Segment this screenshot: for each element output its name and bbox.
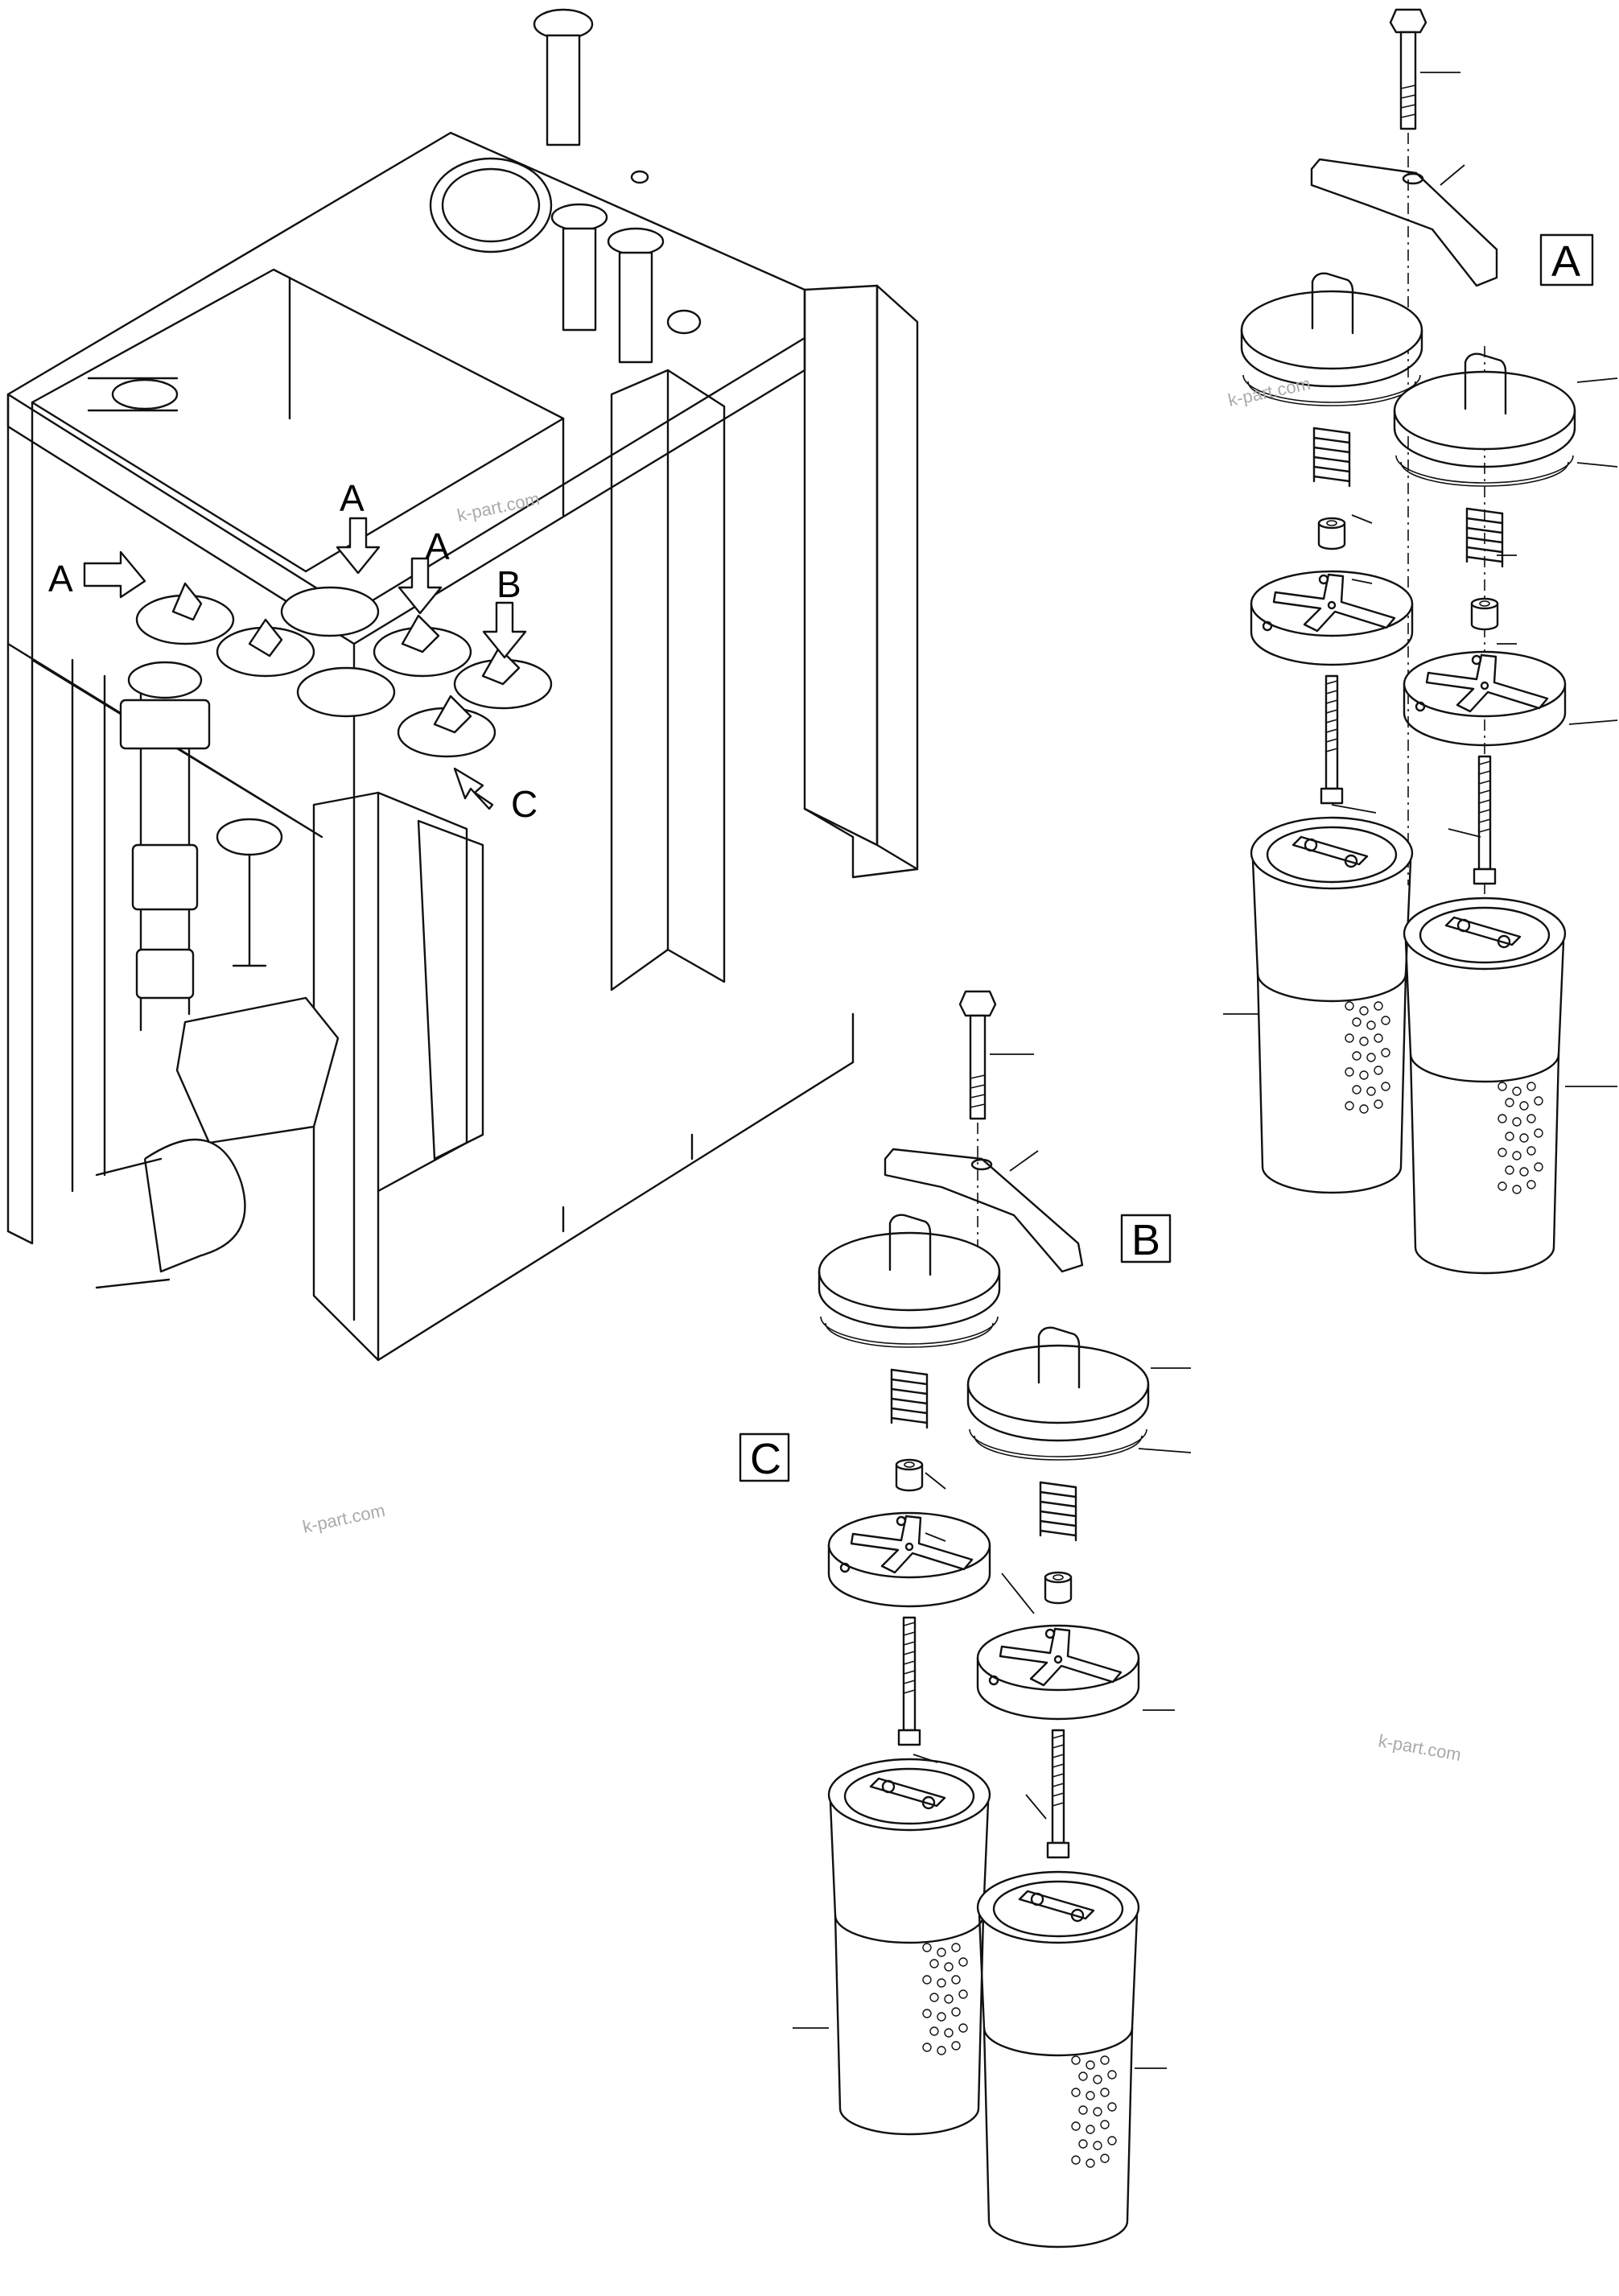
detail-a-box <box>1539 233 1594 286</box>
arrow-a-left <box>83 550 146 599</box>
watermark: k-part.com <box>455 488 542 526</box>
detail-b-box <box>1120 1214 1172 1263</box>
arrow-label-c: C <box>511 783 538 825</box>
watermark: k-part.com <box>1226 373 1312 410</box>
arrow-label-a-top: A <box>340 477 365 519</box>
detail-a <box>1223 8 1618 1273</box>
cabinet-overview <box>6 8 919 1362</box>
watermark: k-part.com <box>301 1500 387 1537</box>
arrow-label-a-mid: A <box>425 526 450 567</box>
detail-a-label: A <box>1551 237 1580 286</box>
detail-b-label: B <box>1131 1216 1160 1264</box>
arrow-b <box>482 601 527 659</box>
watermark: k-part.com <box>1377 1730 1463 1765</box>
arrow-a-top <box>336 517 381 575</box>
arrow-label-b: B <box>496 563 521 605</box>
arrow-c <box>453 767 494 810</box>
detail-c-label: C <box>750 1435 781 1483</box>
detail-c-box <box>739 1432 790 1482</box>
arrow-label-a-left: A <box>48 558 73 600</box>
detail-b-c <box>793 990 1192 2247</box>
